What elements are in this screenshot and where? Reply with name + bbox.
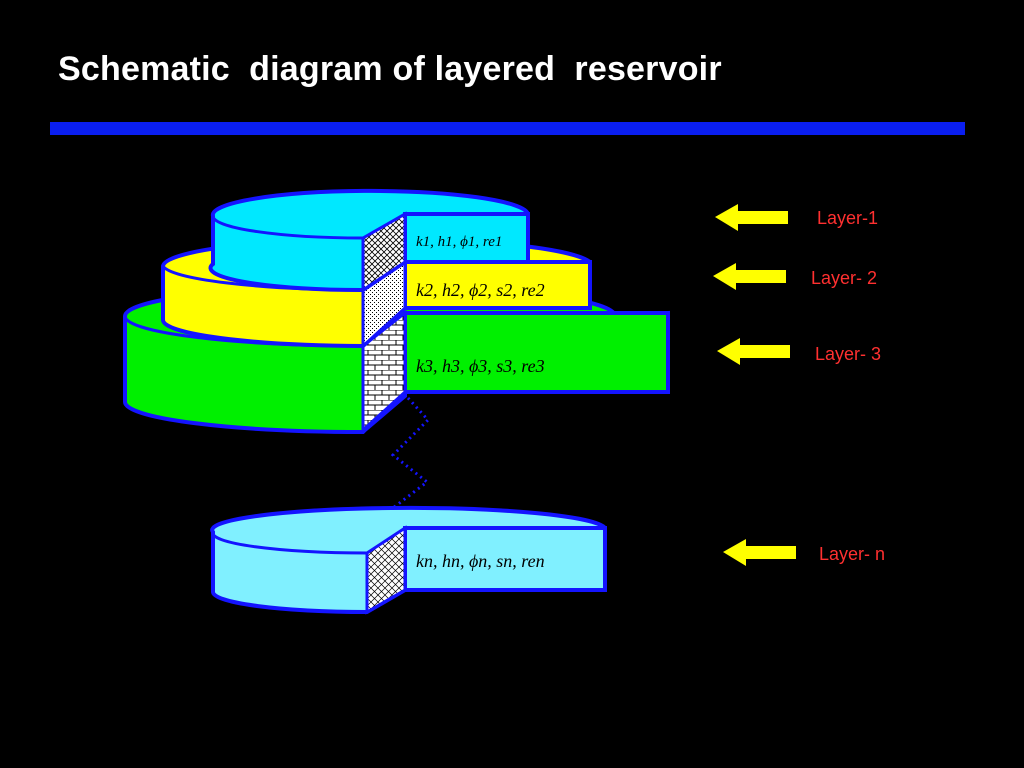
layer-1-disk [208,188,530,293]
layer-n-front-face [403,526,607,592]
layer-n-arrow [723,539,796,566]
layer-3-cut-face [361,309,407,434]
layer-1-cut-face [361,211,407,293]
layer-1-properties: k1, h1, ϕ1, re1 [416,234,502,250]
layer-n-properties: kn, hn, ϕn, sn, ren [416,551,545,571]
layer-3-label: Layer- 3 [815,344,881,364]
layer-2-arrow [713,263,786,290]
layer-2-label: Layer- 2 [811,268,877,288]
page-title: Schematic diagram of layered reservoir [58,50,722,88]
layer-n-label: Layer- n [819,544,885,564]
layer-1-arrow [715,204,788,231]
layer-n-disk [210,505,607,615]
layer-n-cut-face [365,525,407,615]
layer-2-properties: k2, h2, ϕ2, s2, re2 [416,280,545,300]
layer-1-label: Layer-1 [817,208,878,228]
layer-3-front-face [403,311,670,394]
title-underline-bar [50,122,965,135]
layer-3-arrow [717,338,790,365]
layer-3-properties: k3, h3, ϕ3, s3, re3 [416,356,545,376]
